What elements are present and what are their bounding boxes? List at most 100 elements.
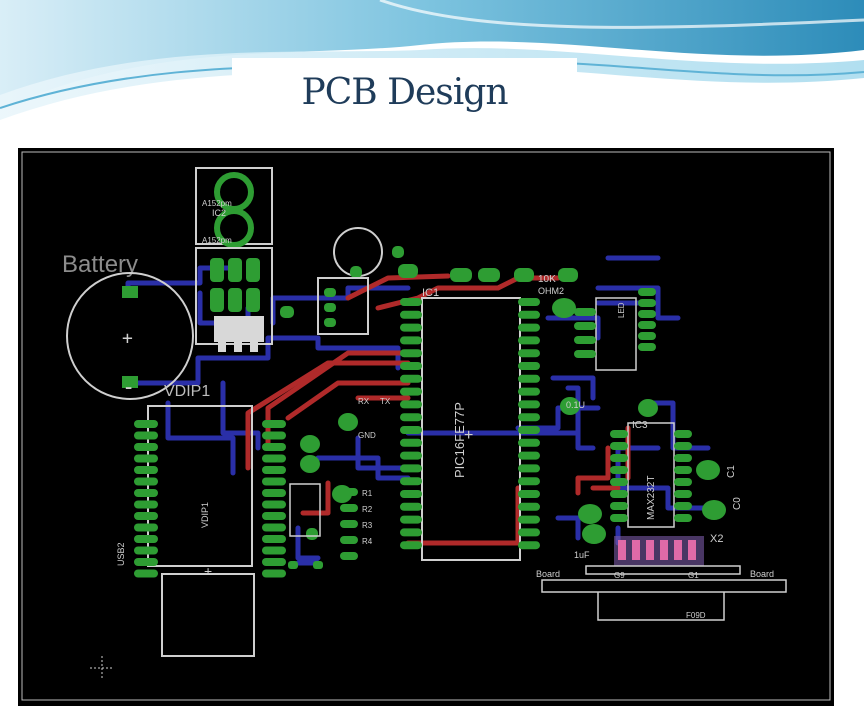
pad <box>518 426 540 434</box>
pad <box>674 466 692 474</box>
title-background <box>232 58 577 134</box>
pad <box>674 478 692 486</box>
pad <box>518 362 540 370</box>
pad <box>262 558 286 566</box>
pad <box>518 490 540 498</box>
caps-right: C1 C0 1uF 0.1U <box>560 397 743 560</box>
pad <box>574 336 596 344</box>
pad <box>518 413 540 422</box>
pad <box>518 477 540 486</box>
res-label-3: R3 <box>362 521 373 530</box>
pad <box>518 400 540 409</box>
mcu-label: IC1 <box>422 287 439 299</box>
led-cluster-pads <box>288 413 358 569</box>
pad <box>638 288 656 296</box>
pin-label-1: G9 <box>614 571 625 580</box>
led-ic: LED <box>595 297 637 371</box>
pad <box>400 477 422 486</box>
mcu-left-pins <box>400 298 422 550</box>
pad <box>400 451 422 460</box>
misc-tx: TX <box>380 397 391 406</box>
pad <box>610 478 628 486</box>
pad <box>400 541 422 550</box>
pad <box>518 387 540 396</box>
pad <box>262 569 286 578</box>
pad <box>638 332 656 340</box>
ic3-part: MAX232T <box>646 476 657 520</box>
pad <box>262 454 286 463</box>
usb-label: USB2 <box>116 542 126 566</box>
pcb-board: Battery + - A152pm IC2 A152pm <box>18 148 834 706</box>
ic3-pads <box>610 430 692 522</box>
vdip-module: VDIP1 VDIP1 USB2 + <box>116 383 255 657</box>
pad <box>674 430 692 438</box>
pad <box>518 298 540 306</box>
board-label-right: Board <box>750 569 774 579</box>
pad <box>518 528 540 537</box>
vdip-label: VDIP1 <box>164 383 210 400</box>
pad <box>262 443 286 451</box>
pad <box>400 349 422 358</box>
pad <box>340 536 358 544</box>
slide-title: PCB Design <box>301 72 508 113</box>
resistor-labels: R1 R2 R3 R4 RX TX GND <box>358 397 391 546</box>
res-label-4: R4 <box>362 537 373 546</box>
misc-01u: 0.1U <box>566 400 585 410</box>
pad <box>262 420 286 428</box>
pad <box>610 502 628 510</box>
svg-text:+: + <box>464 427 473 444</box>
pad <box>134 512 158 520</box>
battery-center-plus: + <box>122 328 133 349</box>
pad <box>610 454 628 462</box>
pad <box>610 514 628 522</box>
regulator-label-1: A152pm <box>202 199 232 208</box>
res-label-2: R2 <box>362 505 373 514</box>
regulator-block: A152pm IC2 A152pm <box>195 167 273 352</box>
mcu-part: PIC16FE77P <box>452 402 467 478</box>
pad <box>340 552 358 560</box>
pcb-layout: Battery + - A152pm IC2 A152pm <box>21 151 831 701</box>
cap-c1-label: C1 <box>726 465 737 478</box>
pad <box>262 500 286 509</box>
pad <box>400 400 422 409</box>
ohm-label: OHM2 <box>538 286 564 296</box>
pad <box>610 466 628 474</box>
pad <box>400 438 422 447</box>
pad <box>400 374 422 383</box>
pad <box>610 442 628 450</box>
origin-marker <box>90 656 114 680</box>
pad <box>638 343 656 351</box>
vdip-right-pins <box>262 420 286 578</box>
pad <box>262 466 286 474</box>
pad <box>134 431 158 440</box>
pad <box>400 502 422 511</box>
res-label-1: R1 <box>362 489 373 498</box>
pad <box>262 489 286 497</box>
misc-1uf: 1uF <box>574 550 590 560</box>
pad <box>518 323 540 332</box>
pad <box>400 362 422 370</box>
pad <box>518 502 540 511</box>
pad <box>134 523 158 532</box>
pad <box>400 298 422 306</box>
vdip-inner-label: VDIP1 <box>200 502 210 528</box>
pad <box>518 374 540 383</box>
misc-gnd: GND <box>358 431 376 440</box>
pad <box>134 489 158 497</box>
ic3-label: IC3 <box>632 420 648 431</box>
pad <box>262 431 286 440</box>
pad <box>638 321 656 329</box>
pad <box>518 464 540 473</box>
pad <box>134 466 158 474</box>
connector-small <box>317 277 369 335</box>
ohm-row: 10K OHM2 <box>398 264 578 318</box>
pad <box>134 477 158 486</box>
connector-label: F09D <box>686 611 706 620</box>
pad <box>518 438 540 447</box>
svg-text:+: + <box>204 563 212 579</box>
pad <box>574 322 596 330</box>
pad <box>340 520 358 528</box>
pad <box>134 454 158 463</box>
pad <box>134 569 158 578</box>
pad <box>574 308 596 316</box>
